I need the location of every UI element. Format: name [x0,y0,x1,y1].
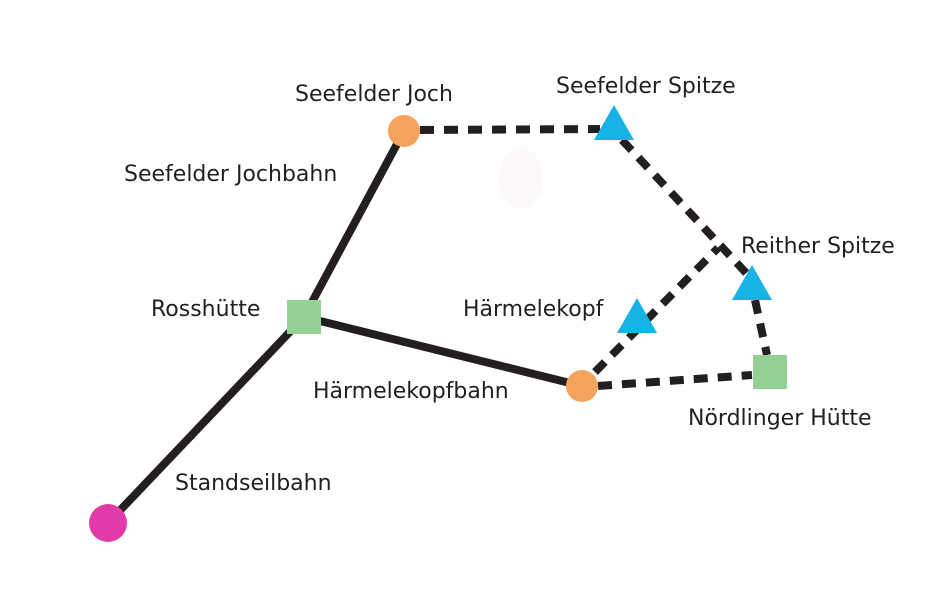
trail-reither-spitze-to-noerdlinger [751,299,771,356]
label-seefelder-joch: Seefelder Joch [295,82,453,107]
hut-noerdlinger-huette [753,355,787,389]
hut-rosshuette [287,300,321,334]
label-seefelder-jochbahn: Seefelder Jochbahn [124,162,337,187]
trail-joch-to-seefelder-spitze [419,125,601,134]
peak-haermelekopf [617,298,657,333]
top-station-haermelekopfbahn [566,370,598,402]
lift-line-seefelder-jochbahn [300,129,408,319]
label-haermelekopfbahn: Härmelekopfbahn [313,379,509,404]
label-seefelder-spitze: Seefelder Spitze [556,74,736,99]
lift-line-haermelekopfbahn [303,313,583,390]
lift-line-standseilbahn [105,314,307,526]
peak-reither-spitze [732,265,772,300]
top-station-seefelder-joch [388,115,420,147]
trail-haermelekopfbahn-to-haermelekopf [592,245,721,375]
peak-seefelder-spitze [594,105,634,140]
label-noerdlinger-huette: Nördlinger Hütte [688,406,872,431]
label-haermelekopf: Härmelekopf [463,297,605,322]
label-rosshuette: Rosshütte [151,297,260,322]
trail-seefelder-spitze-to-reither-spitze [619,137,751,278]
faint-ghost-mark [499,148,543,208]
label-standseilbahn: Standseilbahn [175,471,332,496]
trail-haermelekopfbahn-to-noerdlinger [597,371,753,390]
label-reither-spitze: Reither Spitze [741,234,895,259]
valley-station-standseilbahn [89,504,127,542]
